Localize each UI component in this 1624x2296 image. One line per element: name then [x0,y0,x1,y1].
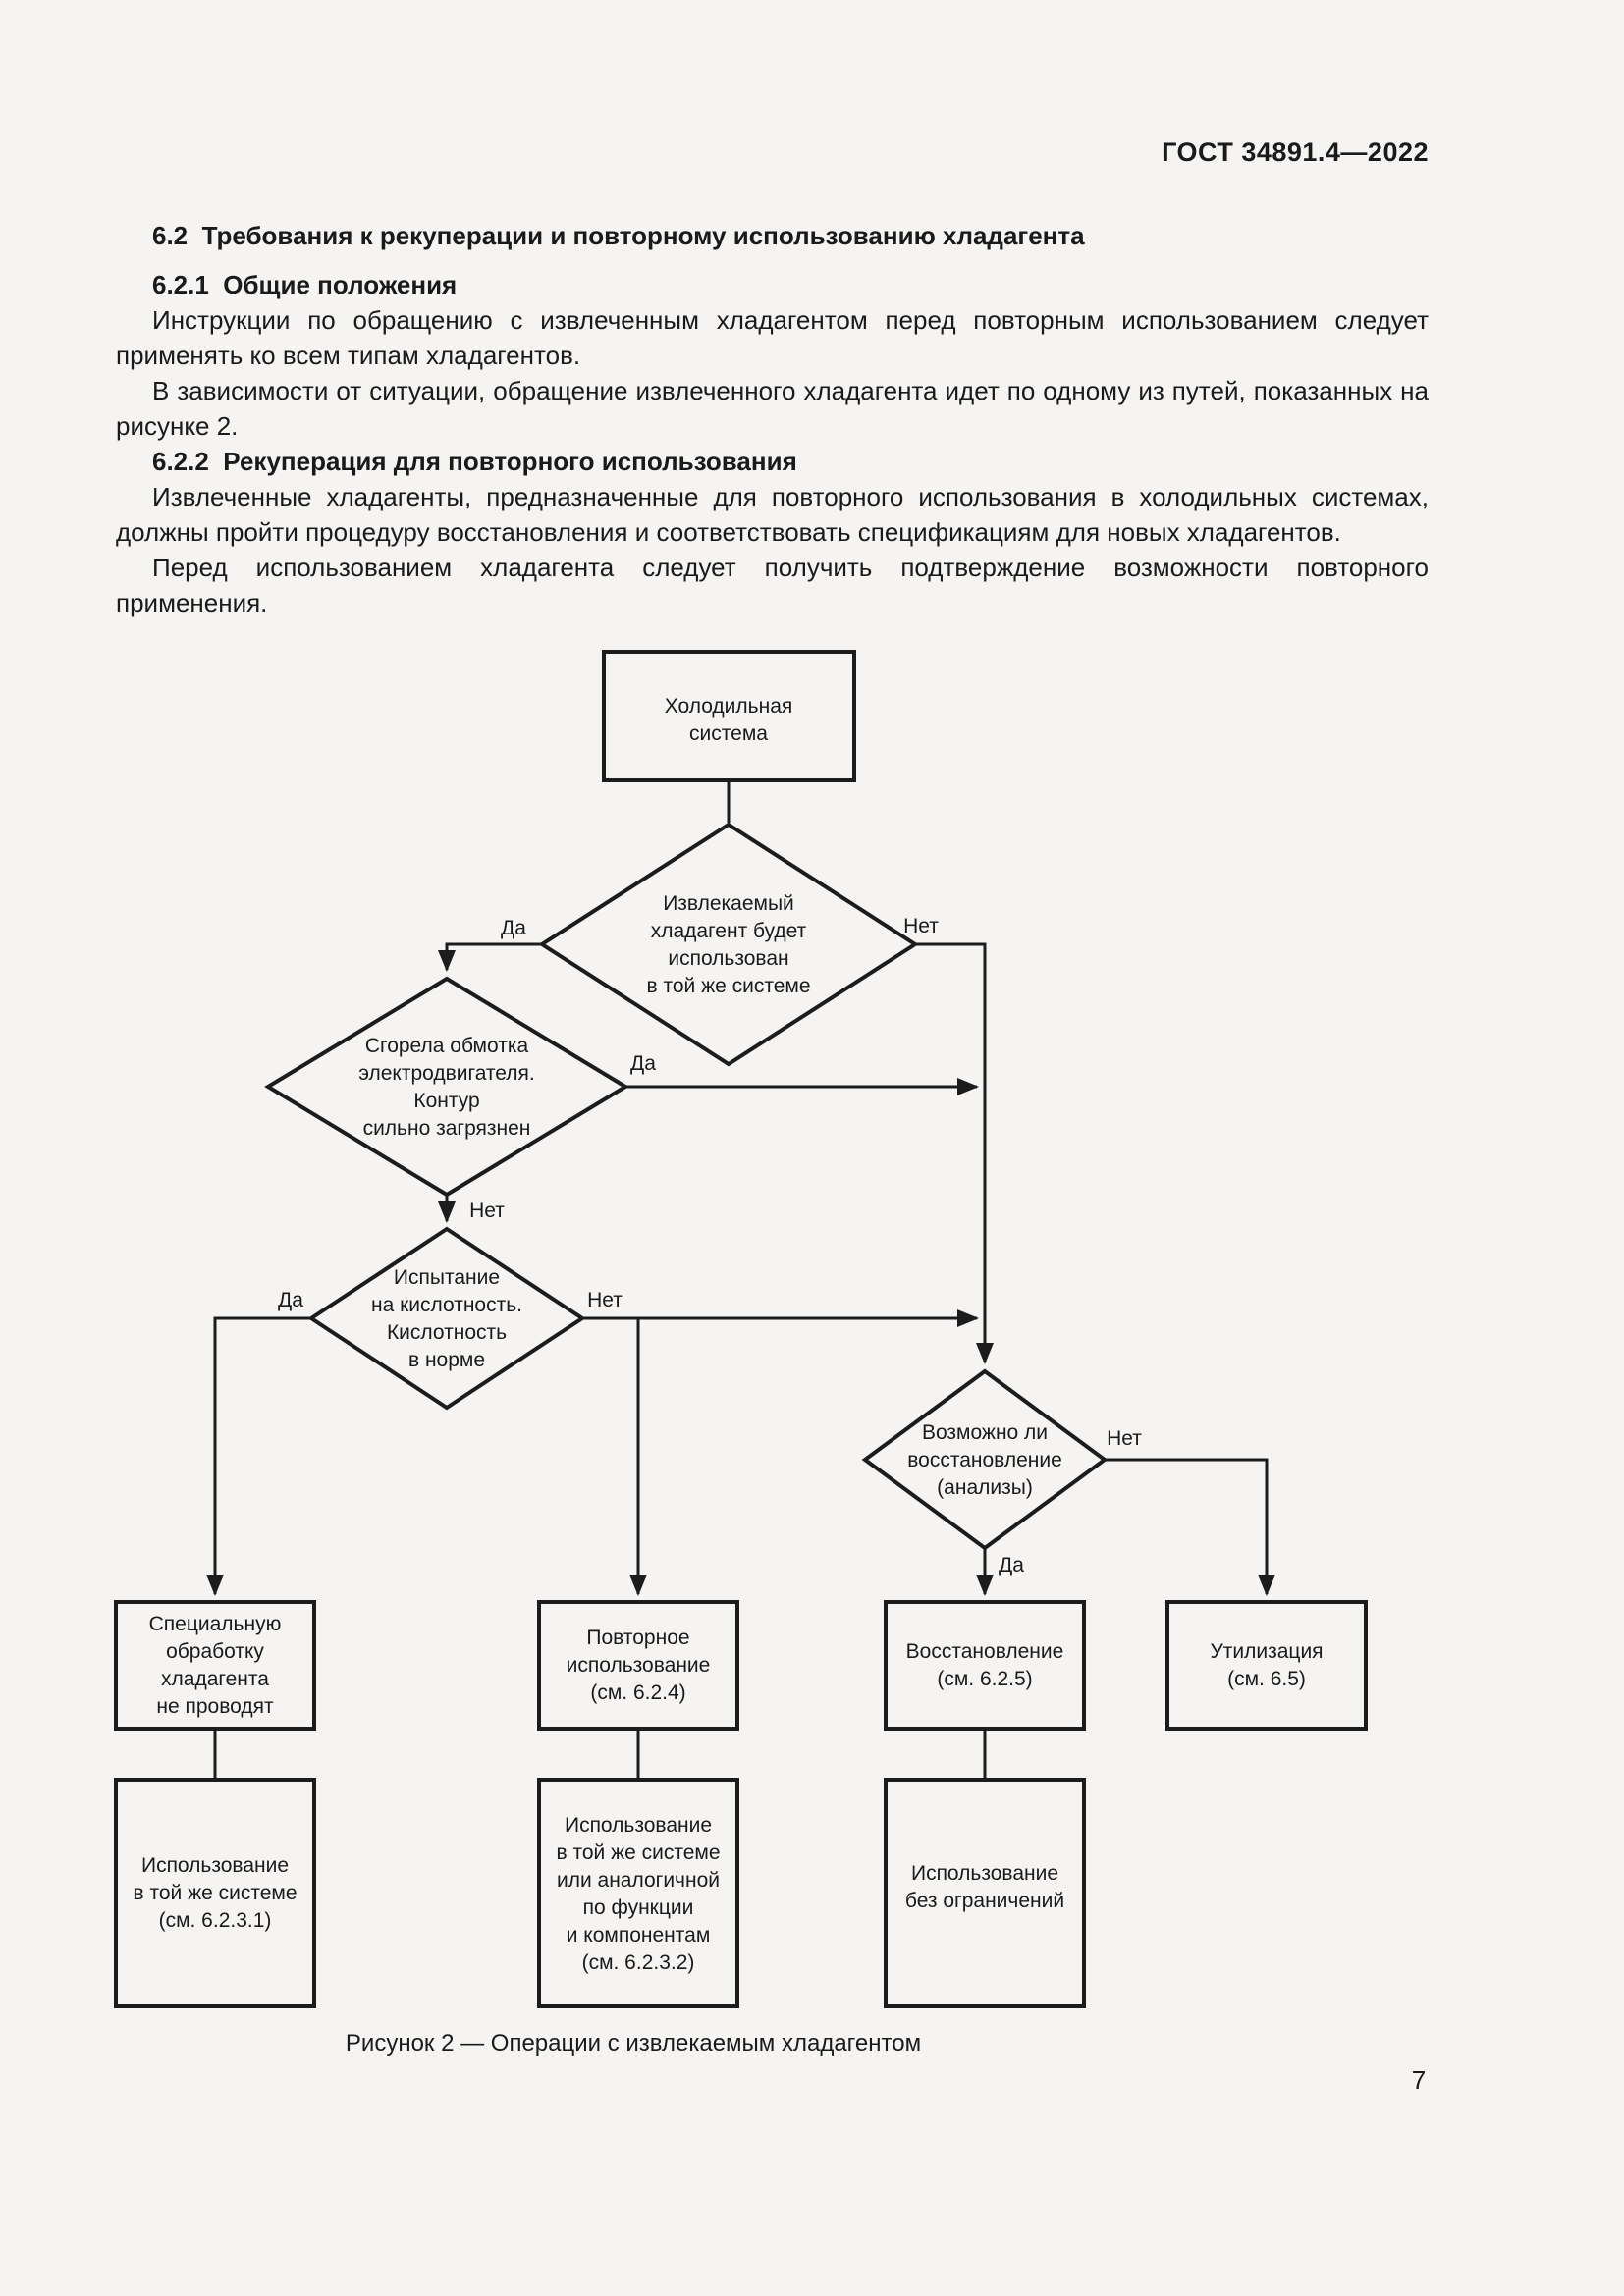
node-text-line: Повторное [586,1627,689,1649]
connector-d4-no [1105,1458,1275,1596]
node-text-line: и компонентам [567,1924,711,1947]
edge-label-d2-no: Нет [469,1200,505,1222]
connector-d1-yes [438,942,542,972]
node-text-line: не проводят [156,1695,274,1718]
edge-label-d3-no: Нет [587,1289,623,1311]
decision-recovery-possible: Возможно ли восстановление (анализы) [861,1368,1109,1551]
heading-6-2: 6.2 Требования к рекуперации и повторном… [152,221,1085,250]
node-text-line: по функции [583,1896,694,1919]
connector-d1-no [915,942,994,1364]
node-text-line: или аналогичной [557,1869,720,1892]
node-text-line: (см. 6.5) [1227,1668,1306,1690]
edge-label-d1-no: Нет [903,915,939,937]
edge-label-d4-no: Нет [1107,1427,1142,1450]
heading-6-2-2: 6.2.2 Рекуперация для повторного использ… [152,447,797,476]
node-text-line: Холодильная [665,695,793,718]
node-text-line: Кислотность [387,1321,507,1344]
node-text-line: (см. 6.2.3.1) [159,1909,272,1932]
node-text-line: Специальную [149,1613,282,1635]
node-text-line: хладагента [161,1668,269,1690]
paragraph: В зависимости от ситуации, обращение изв… [116,376,1429,441]
standard-number: ГОСТ 34891.4—2022 [1162,137,1429,167]
node-use-same-system: Использование в той же системе (см. 6.2.… [114,1778,316,2008]
node-text-line: Восстановление [906,1640,1064,1663]
node-text-line: (см. 6.2.5) [937,1668,1032,1690]
decision-acidity-test: Испытание на кислотность. Кислотность в … [307,1226,586,1411]
node-text-line: Испытание [394,1266,500,1289]
node-text-line: электродвигателя. [358,1062,535,1085]
page-number: 7 [1411,2065,1427,2095]
node-reuse: Повторное использование (см. 6.2.4) [537,1600,739,1731]
node-text-line: восстановление [907,1449,1062,1471]
node-text-line: использование [567,1654,711,1677]
connector-d3-yes [206,1316,311,1596]
heading-6-2-1: 6.2.1 Общие положения [152,270,458,299]
node-text-line: система [689,722,768,745]
edge-label-d1-yes: Да [501,917,526,939]
node-text-line: в той же системе [133,1882,297,1904]
node-text-line: Использование [565,1814,712,1837]
node-no-special-treatment: Специальную обработку хладагента не пров… [114,1600,316,1731]
figure-caption: Рисунок 2 — Операции с извлекаемым хлада… [345,2030,922,2056]
node-text-line: Сгорела обмотка [365,1035,529,1057]
node-text-line: (см. 6.2.4) [590,1682,685,1704]
node-text-line: Утилизация [1210,1640,1323,1663]
node-text-line: использован [668,947,788,970]
node-text-line: хладагент будет [651,920,807,942]
node-text-line: Контур [413,1090,479,1112]
section-text: 6.2 Требования к рекуперации и повторном… [116,218,1429,620]
node-text-line: (анализы) [937,1476,1033,1499]
node-text-line: обработку [166,1640,264,1663]
node-text-line: на кислотность. [371,1294,522,1316]
node-text-line: в той же системе [646,975,810,997]
node-text-line: без ограничений [905,1890,1064,1912]
node-use-without-restrictions: Использование без ограничений [884,1778,1086,2008]
edge-label-d2-yes: Да [630,1052,656,1075]
paragraph: Извлеченные хладагенты, предназначенные … [116,482,1429,547]
node-text-line: (см. 6.2.3.2) [582,1951,695,1974]
paragraph: Инструкции по обращению с извлеченным хл… [116,305,1429,370]
node-text-line: сильно загрязнен [363,1117,531,1140]
edge-label-d3-yes: Да [278,1289,303,1311]
node-text-line: Извлекаемый [663,892,794,915]
node-text-line: в норме [408,1349,485,1371]
node-text-line: Использование [141,1854,289,1877]
paragraph: Перед использованием хладагента следует … [116,553,1429,617]
node-recovery: Восстановление (см. 6.2.5) [884,1600,1086,1731]
node-text-line: Возможно ли [922,1421,1048,1444]
node-disposal: Утилизация (см. 6.5) [1165,1600,1368,1731]
decision-refrigerant-reused-same-system: Извлекаемый хладагент будет использован … [538,822,919,1067]
node-refrigeration-system: Холодильная система [602,650,856,782]
decision-motor-winding-burned: Сгорела обмотка электродвигателя. Контур… [264,976,629,1198]
node-text-line: в той же системе [556,1842,720,1864]
node-use-same-or-similar-system: Использование в той же системе или анало… [537,1778,739,2008]
node-text-line: Использование [911,1862,1058,1885]
edge-label-d4-yes: Да [999,1554,1024,1576]
